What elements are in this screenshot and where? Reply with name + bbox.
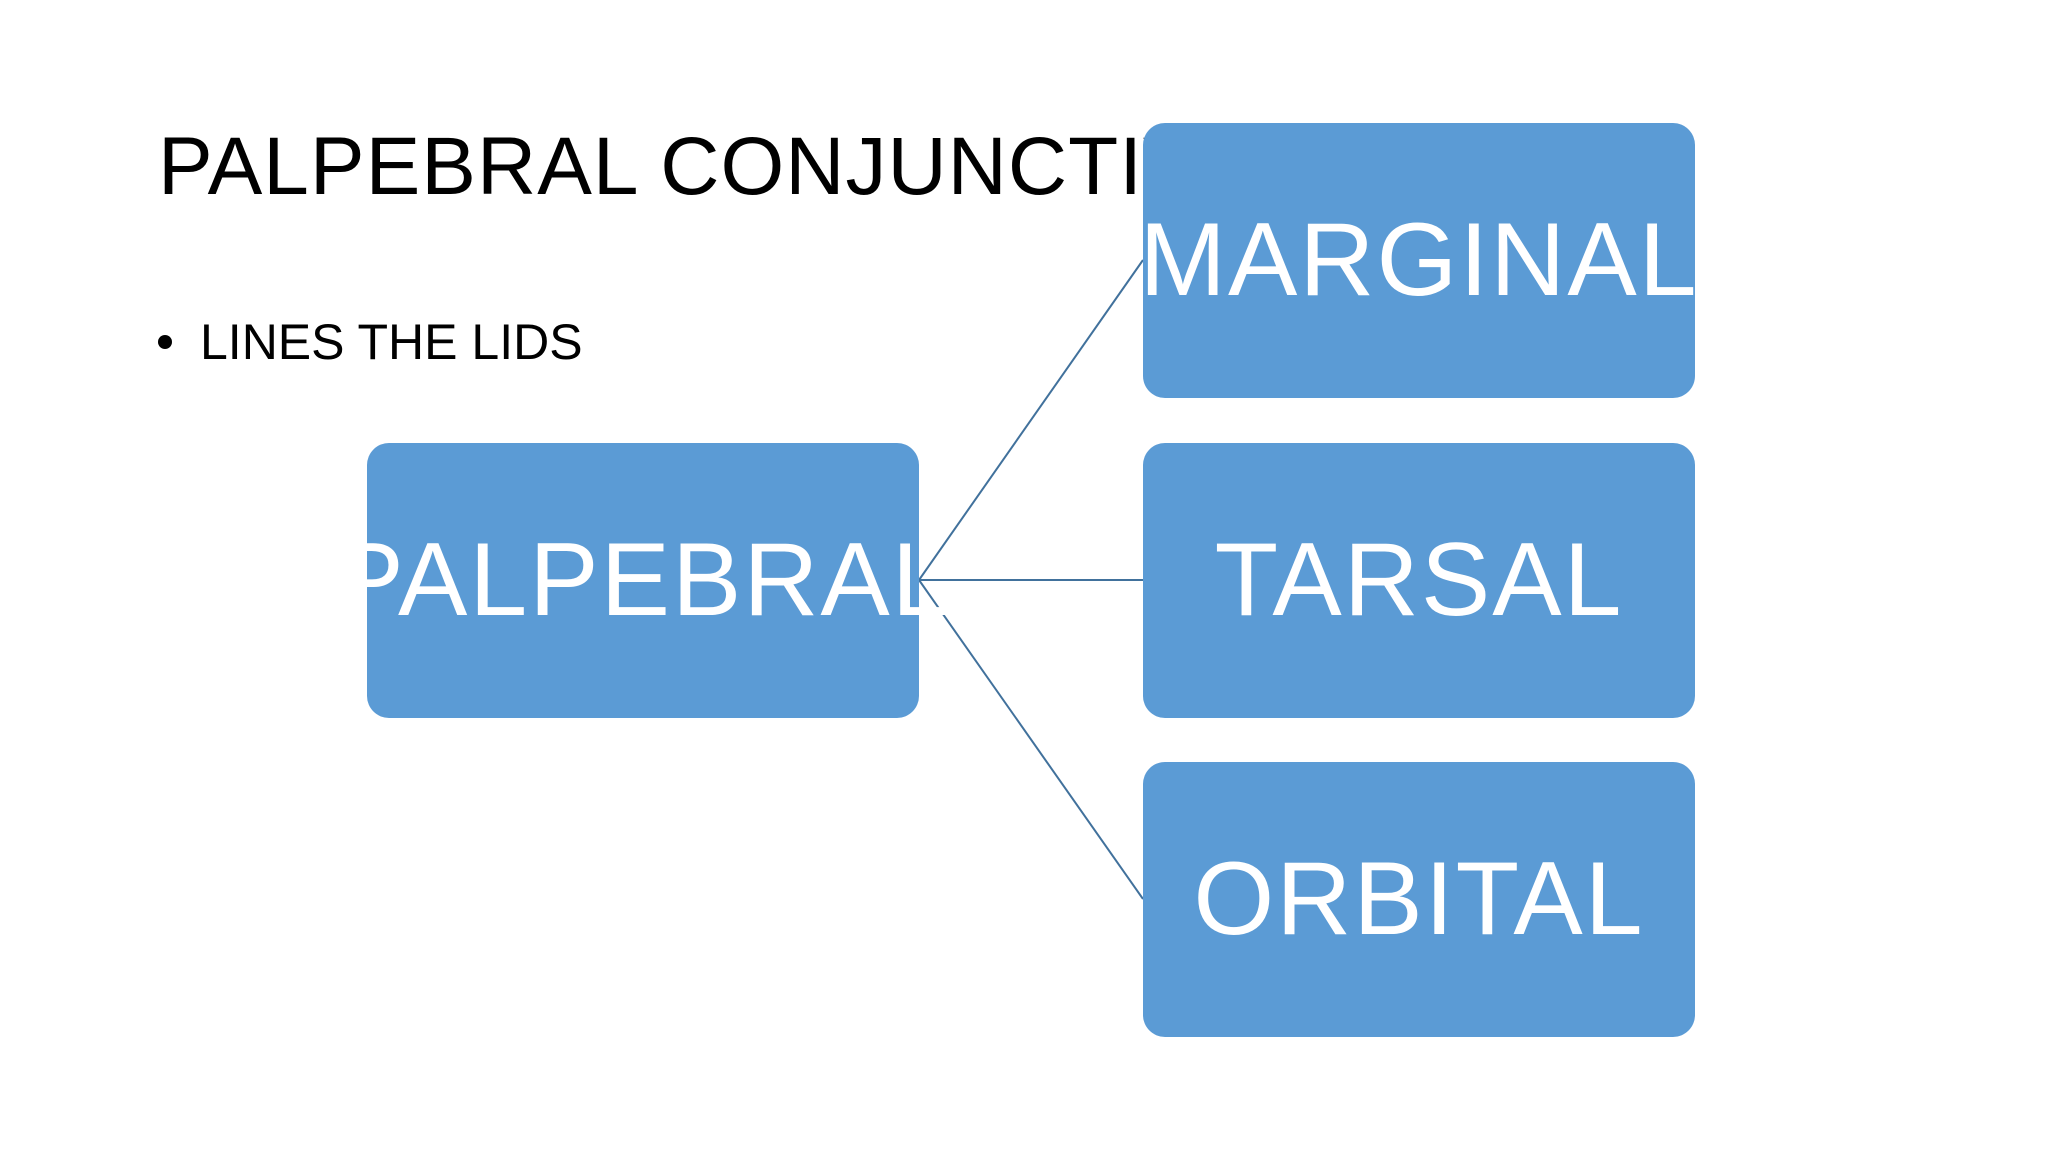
node-marginal-label: MARGINAL (1139, 202, 1699, 318)
node-orbital: ORBITAL (1143, 762, 1695, 1037)
bullet-list: LINES THE LIDS (158, 312, 583, 372)
bullet-text: LINES THE LIDS (200, 314, 583, 370)
node-tarsal-label: TARSAL (1214, 522, 1624, 638)
bullet-dot-icon (158, 335, 172, 349)
connector-marginal (918, 259, 1144, 581)
node-tarsal: TARSAL (1143, 443, 1695, 718)
connector-orbital (918, 579, 1144, 900)
node-marginal: MARGINAL (1139, 123, 1697, 398)
node-palpebral-label: PALPEBRAL (334, 522, 952, 638)
node-palpebral: PALPEBRAL (334, 443, 950, 718)
node-orbital-label: ORBITAL (1193, 841, 1645, 957)
slide-title: PALPEBRAL CONJUNCTIVA (158, 121, 1249, 212)
bullet-item: LINES THE LIDS (158, 312, 583, 372)
